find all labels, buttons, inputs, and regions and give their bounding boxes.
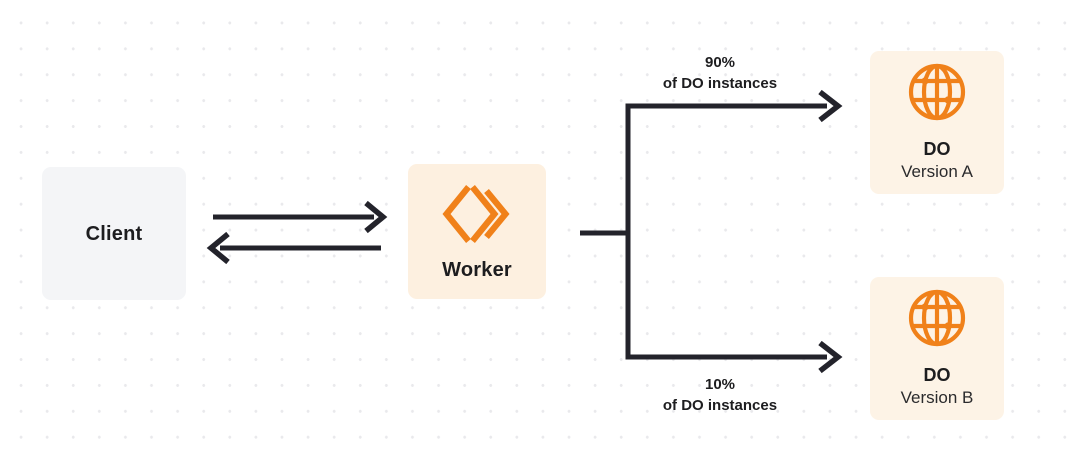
globe-icon	[908, 290, 966, 347]
node-client-label: Client	[85, 222, 143, 245]
edge-label-do-b-percent: 10%	[704, 376, 736, 393]
node-client[interactable]: Client	[42, 167, 186, 300]
arrow-client-to-worker	[213, 200, 388, 234]
edge-label-do-a-percent: 90%	[704, 54, 736, 71]
arrow-worker-to-do-a	[625, 89, 843, 123]
node-do-a-sublabel: Version A	[901, 161, 973, 181]
edge-label-do-b: 10% of DO instances	[600, 374, 840, 417]
node-do-version-a[interactable]: DO Version A	[870, 51, 1004, 194]
node-worker[interactable]: Worker	[408, 164, 546, 299]
cloudflare-workers-icon	[442, 184, 510, 243]
branch-bus	[580, 106, 631, 357]
node-do-b-sublabel: Version B	[900, 387, 974, 407]
node-do-version-b[interactable]: DO Version B	[870, 277, 1004, 420]
arrow-worker-to-do-b	[625, 340, 843, 374]
node-do-a-label: DO	[923, 139, 951, 160]
node-do-b-label: DO	[923, 365, 951, 386]
arrow-worker-to-client	[206, 231, 381, 265]
globe-icon	[908, 64, 966, 121]
edge-label-do-a: 90% of DO instances	[600, 52, 840, 95]
edge-label-do-a-caption: of DO instances	[662, 75, 778, 93]
node-worker-label: Worker	[442, 258, 512, 281]
edge-label-do-b-caption: of DO instances	[662, 397, 778, 415]
